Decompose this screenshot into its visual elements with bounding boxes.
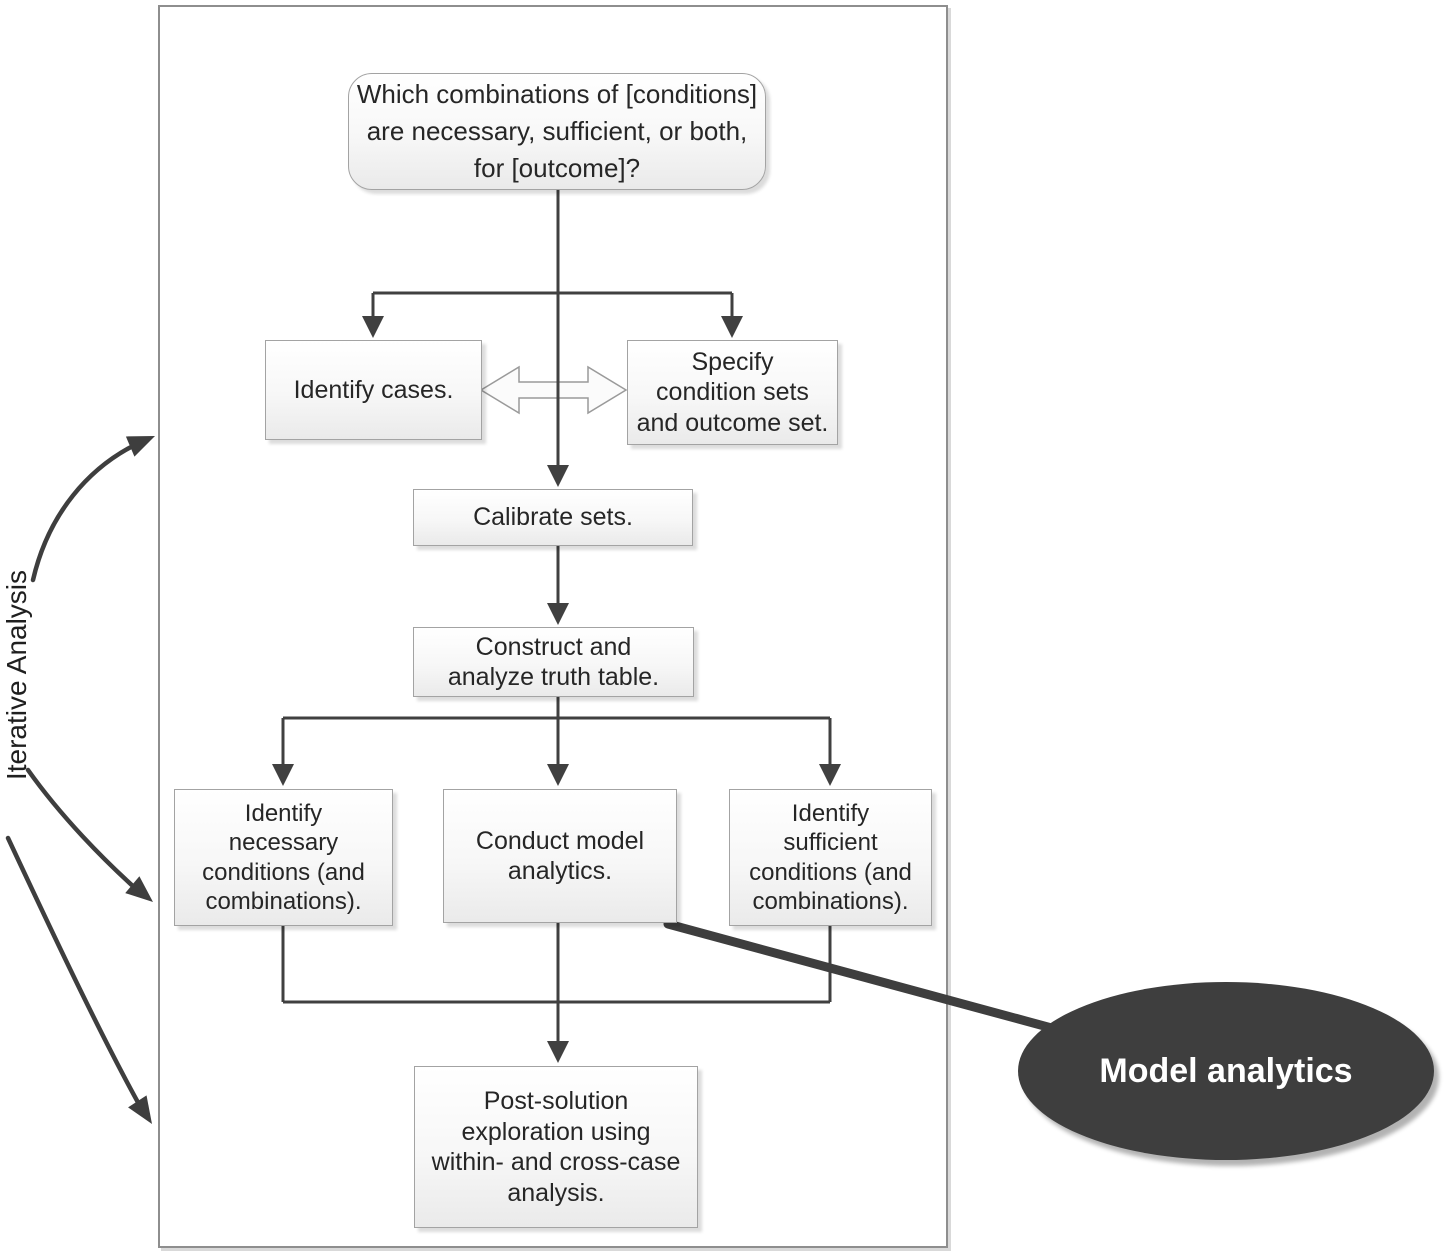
model-analytics-callout-label: Model analytics [1099, 1051, 1353, 1090]
node-calibrate-sets: Calibrate sets. [413, 489, 693, 546]
flow-lines [281, 189, 832, 1045]
diagram-frame [158, 5, 948, 1248]
iterative-analysis-label: Iterative Analysis [1, 569, 32, 781]
arrowhead-calibrate-icon [547, 465, 569, 487]
iterative-arc-bottom [5, 835, 148, 1118]
arrowhead-post-solution-icon [547, 1041, 569, 1063]
arrowhead-truth-table-icon [547, 603, 569, 625]
node-identify-cases: Identify cases. [265, 340, 482, 440]
arrowhead-sufficient-icon [819, 764, 841, 786]
arrowhead-specify-icon [721, 316, 743, 338]
iterative-arc-top [30, 438, 146, 583]
node-research-question: Which combinations of [conditions]are ne… [348, 73, 766, 190]
arc-arrowhead-bottom-icon [128, 1095, 152, 1124]
arc-arrowhead-top-icon [125, 436, 155, 457]
arrowhead-model-box-icon [547, 764, 569, 786]
arrowhead-necessary-icon [272, 764, 294, 786]
iterative-arc-arrowheads [125, 436, 155, 1124]
arrowhead-identify-cases-icon [362, 316, 384, 338]
iterative-arc-middle [25, 767, 147, 899]
callout-connector-line [663, 919, 1123, 1051]
model-analytics-callout: Model analytics [1018, 982, 1434, 1160]
arc-arrowhead-middle-icon [125, 876, 153, 902]
double-arrow-icon [479, 365, 628, 415]
arrowheads [272, 316, 841, 1063]
iterative-arcs [5, 438, 148, 1118]
